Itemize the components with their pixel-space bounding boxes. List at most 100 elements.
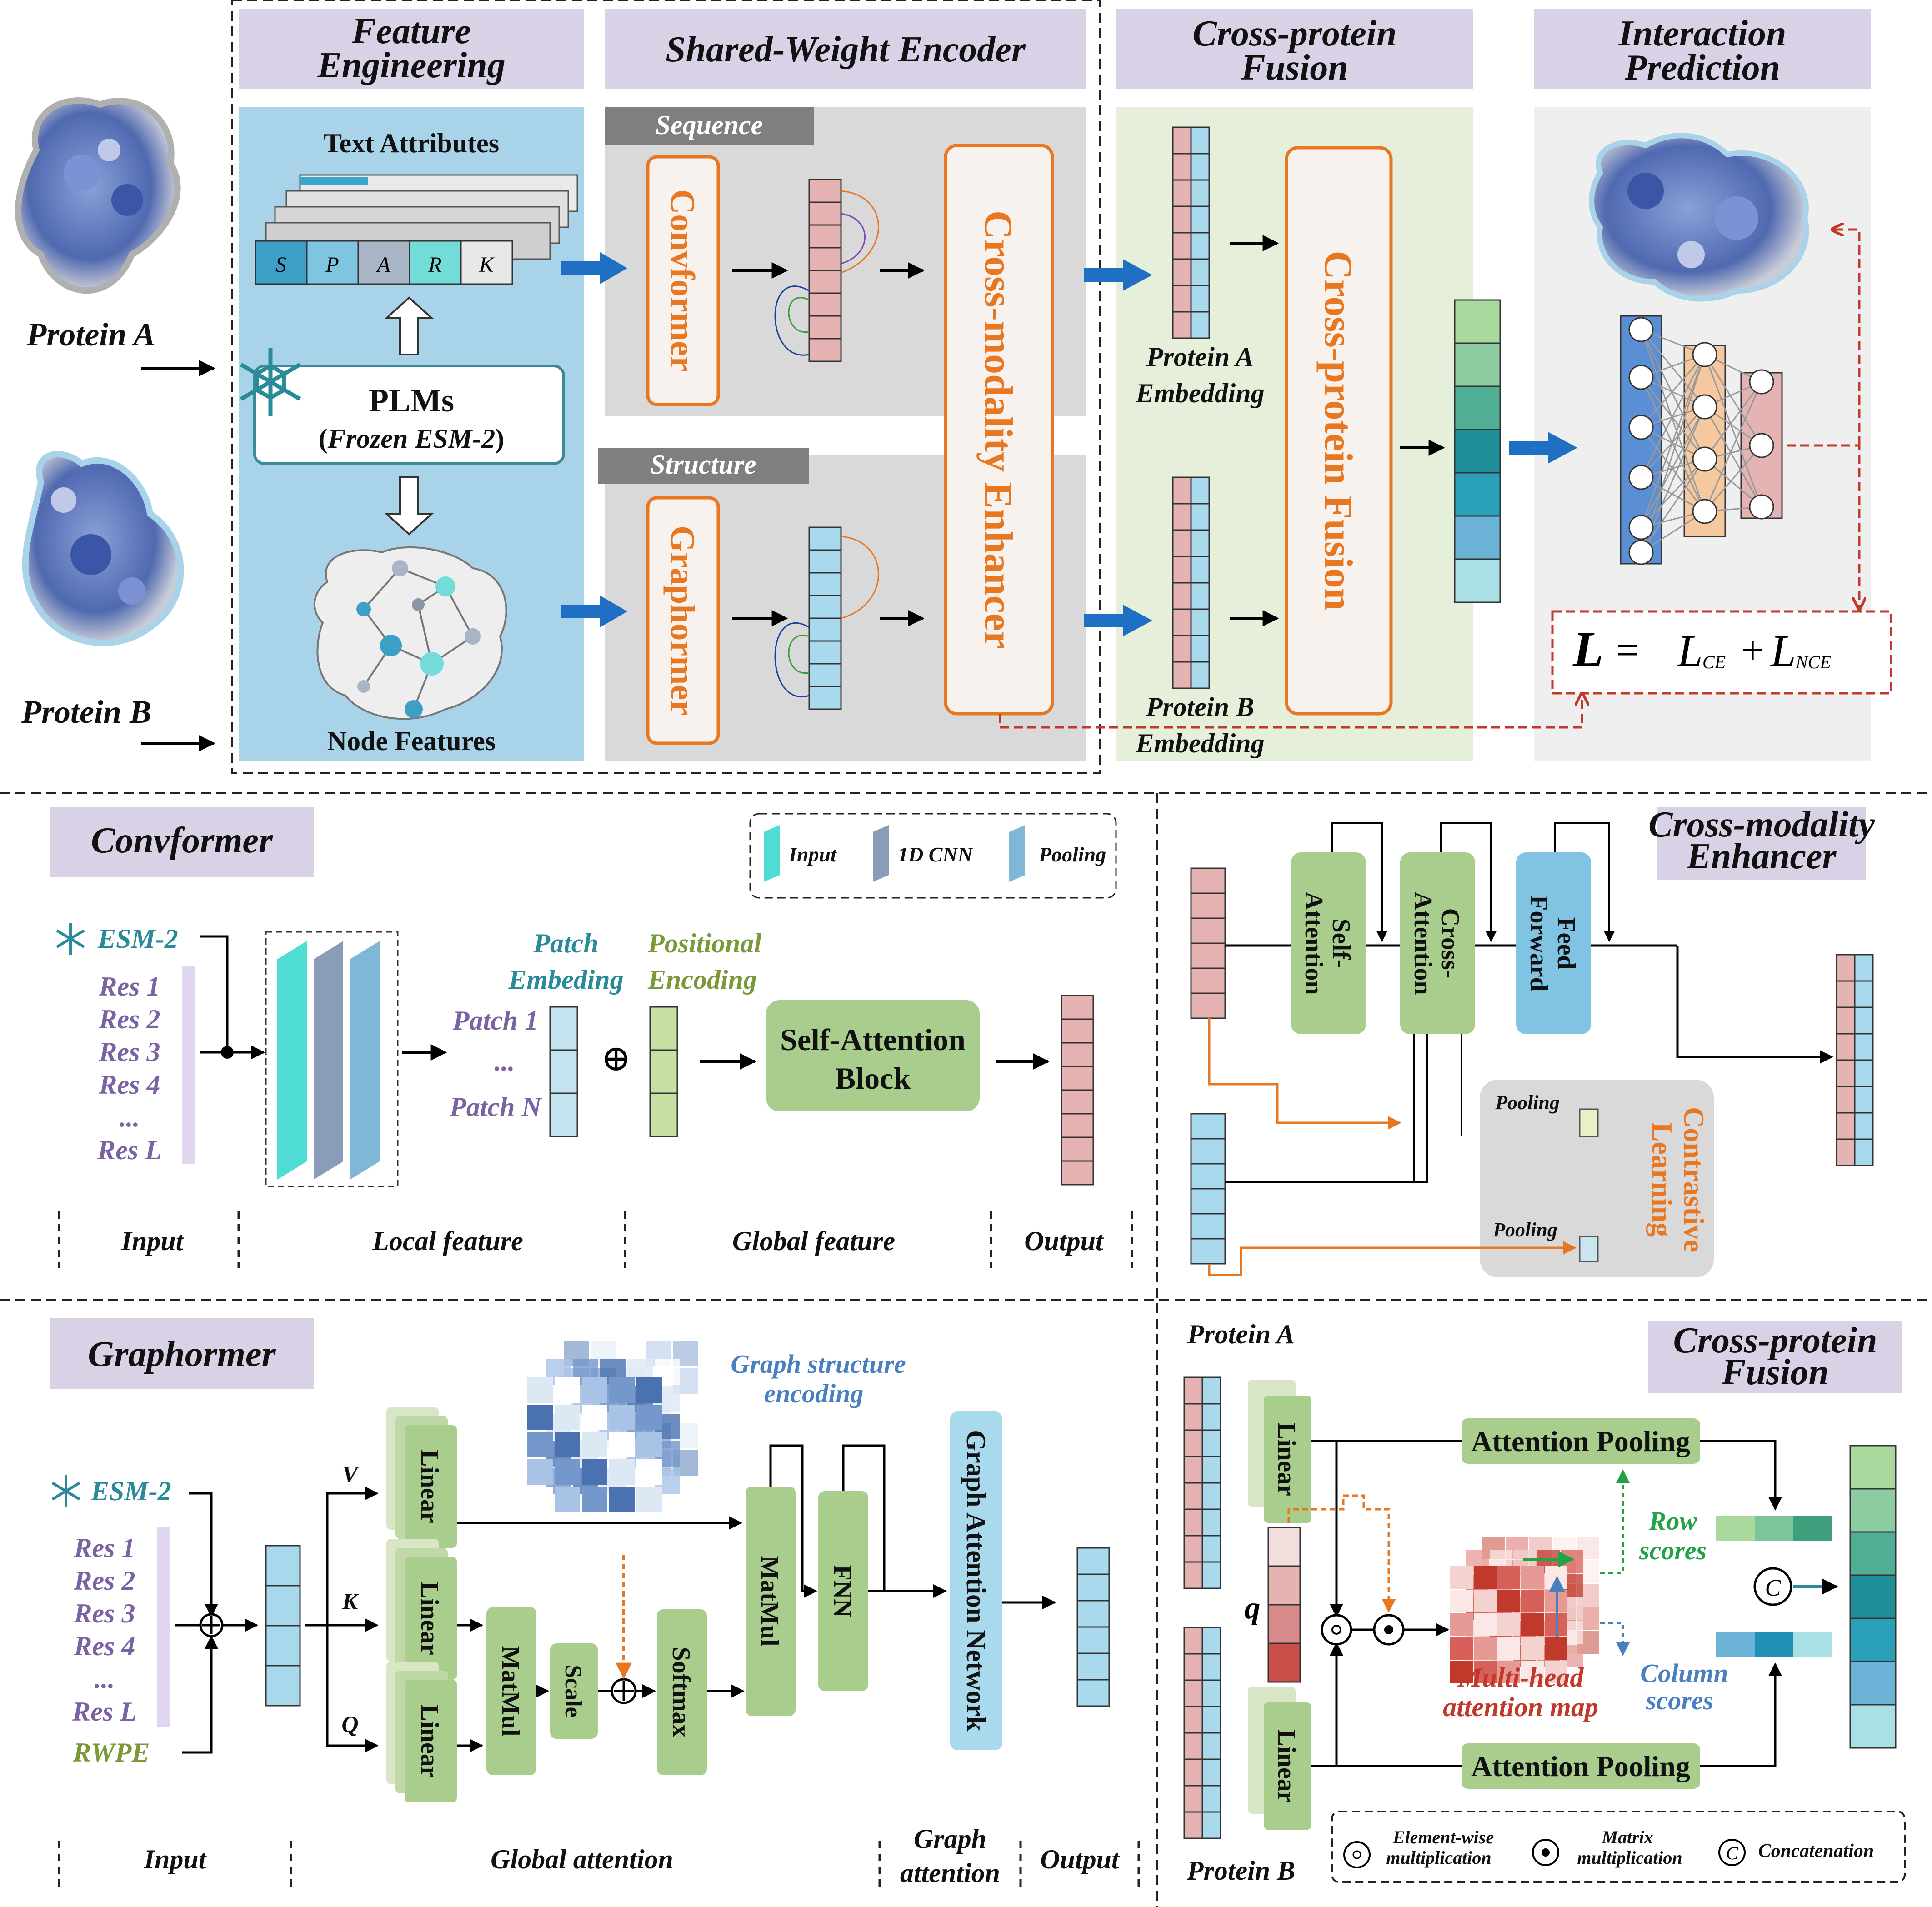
ip-title-2: Prediction [1624, 48, 1780, 88]
contrastive-label: ContrastiveLearning [1646, 1107, 1710, 1252]
gan-label: Graph Attention Network [961, 1430, 991, 1732]
attn-map-cell [1450, 1637, 1473, 1660]
cpf-protein-b-column [1183, 1627, 1221, 1839]
attention-pooling-bottom-label: Attention Pooling [1471, 1750, 1690, 1782]
protein-b-embedding-label-1: Protein B [1146, 692, 1254, 722]
linear-k-label: Linear [415, 1582, 444, 1655]
q-label: q [1245, 1591, 1261, 1626]
token-cell [1183, 1482, 1203, 1510]
cpf-output-cell [1849, 1661, 1897, 1706]
convformer-panel-title-box [50, 807, 314, 877]
token-cell [1183, 1653, 1203, 1681]
patch-embedding-label-1: Patch [533, 928, 598, 958]
attn-arc-3 [774, 285, 810, 356]
token-cell [1190, 179, 1210, 207]
token-cell [1836, 954, 1856, 982]
token-cell [1172, 476, 1192, 505]
cme-output-line [1676, 946, 1833, 1064]
mlp-neuron [1628, 365, 1654, 390]
conv-snowflake-icon [56, 923, 85, 955]
token-cell [1190, 258, 1210, 286]
convformer-panel-title: Convformer [91, 821, 273, 861]
attention-pooling-top-label: Attention Pooling [1471, 1425, 1690, 1457]
protein-graph-icon [314, 546, 507, 720]
sab-label-2: Block [835, 1061, 911, 1096]
attn-map-cell [1497, 1590, 1520, 1612]
scale-label: Scale [560, 1665, 586, 1717]
gse-cell [582, 1405, 607, 1430]
feed-forward-box [1516, 852, 1591, 1034]
conv-legend-box [749, 813, 1117, 899]
attn-map-cell [1521, 1590, 1544, 1612]
attn-map-cell [1450, 1590, 1473, 1612]
gse-cell [555, 1487, 580, 1512]
legend-pooling-label: Pooling [1038, 843, 1106, 866]
cpf-output-cell [1849, 1704, 1897, 1749]
patch-1-label: Patch 1 [452, 1006, 538, 1036]
blue-arrow-predict [1509, 432, 1577, 464]
token-cell [1190, 967, 1226, 994]
convformer-label: Convformer [663, 190, 701, 372]
token-cell [808, 526, 842, 551]
cpf-linear-a-stack [1248, 1380, 1311, 1523]
token-cell [1836, 980, 1856, 1008]
token-cell [1190, 1163, 1226, 1190]
conv-section-input: Input [121, 1226, 185, 1256]
token-cell [1183, 1811, 1203, 1839]
token-cell [1061, 995, 1094, 1020]
token-cell [1172, 529, 1192, 557]
interaction-prediction-header [1534, 9, 1871, 89]
matmul2-skip [769, 1444, 817, 1598]
attn-arc-6 [774, 622, 810, 697]
elementwise-op-circle [1321, 1614, 1352, 1646]
token-cell [1172, 556, 1192, 584]
sequence-tag-label: Sequence [656, 110, 763, 140]
loss-nce: L [1770, 626, 1796, 676]
graphormer-label: Graphormer [663, 526, 701, 716]
attn-arc-7 [788, 635, 810, 674]
cme-struct-line-2 [1414, 1034, 1428, 1183]
cross-protein-fusion-box [1285, 146, 1393, 716]
token-cell [1190, 1238, 1226, 1265]
token-cell [1190, 661, 1210, 689]
feature-engineering-title-1: Feature [351, 11, 471, 51]
token-cell [808, 338, 842, 362]
cross-protein-fusion-label: Cross-protein Fusion [1316, 250, 1360, 610]
mlp-neuron [1628, 515, 1654, 540]
residue-label: Res 3 [99, 1037, 160, 1067]
attn-map-cell [1497, 1661, 1520, 1683]
legend-elementwise-icon [1343, 1841, 1371, 1868]
mlp-neuron [1692, 394, 1717, 420]
token-cell [1076, 1547, 1110, 1575]
token-cell [1183, 1403, 1203, 1431]
concat-circle [1753, 1567, 1792, 1606]
legend-cnn-swatch [873, 825, 889, 882]
mlp-network [1620, 315, 1783, 565]
cme-title-1: Cross-modality [1648, 805, 1875, 845]
residue-label: Res 1 [74, 1533, 135, 1563]
conv-section-output: Output [1024, 1226, 1104, 1256]
multi-head-attention-map [1450, 1537, 1599, 1683]
token-cell [1190, 1213, 1226, 1240]
structure-tag [598, 448, 809, 484]
token-cell [1172, 179, 1192, 207]
legend-matrix-dot [1542, 1848, 1550, 1857]
token-cell [808, 201, 842, 226]
conv-pooling-layer [350, 941, 380, 1180]
seq-letter-a: A [375, 253, 390, 277]
self-attention-label: Self-Attention [1300, 891, 1355, 995]
residue-label: Res 4 [74, 1631, 135, 1661]
mlp-neuron [1628, 317, 1654, 342]
token-cell [1201, 1679, 1221, 1707]
gse-cell [609, 1487, 635, 1512]
attn-arc-5 [841, 536, 879, 619]
token-cell [1172, 126, 1192, 155]
token-cell [1190, 582, 1210, 610]
fnn-skip [842, 1444, 886, 1591]
fused-vector [1454, 299, 1501, 603]
mlp-edge [1640, 354, 1706, 428]
token-cell [1201, 1732, 1221, 1760]
mlp-edge [1640, 354, 1706, 478]
token-cell [1201, 1456, 1221, 1484]
gse-cell [555, 1459, 580, 1485]
